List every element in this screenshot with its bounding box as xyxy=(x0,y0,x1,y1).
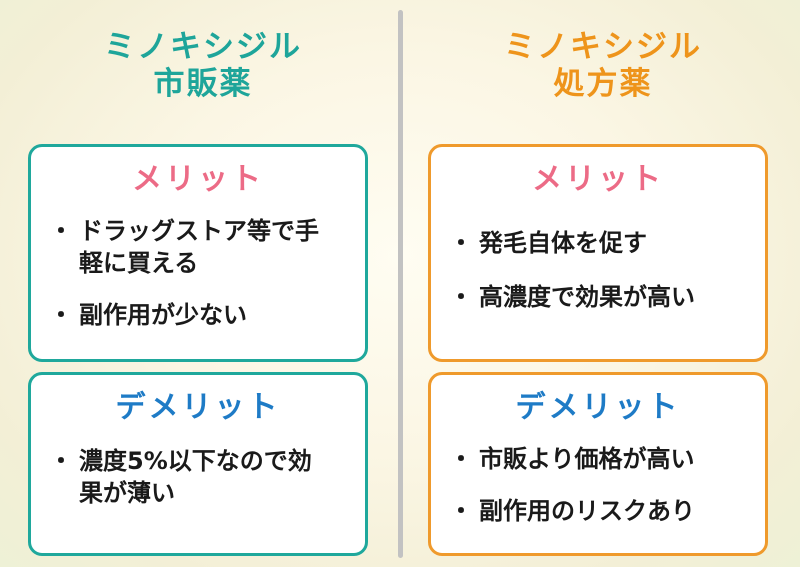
otc-column: ミノキシジル 市販薬 メリット ドラッグストア等で手軽に買える 副作用が少ない … xyxy=(28,0,378,556)
list-item: 濃度5%以下なので効果が薄い xyxy=(31,445,327,509)
otc-demerit-list: 濃度5%以下なので効果が薄い xyxy=(31,445,365,509)
otc-merit-box: メリット ドラッグストア等で手軽に買える 副作用が少ない xyxy=(28,144,368,362)
list-item: 副作用のリスクあり xyxy=(431,495,765,527)
otc-title: ミノキシジル xyxy=(104,29,302,65)
rx-column: ミノキシジル 処方薬 メリット 発毛自体を促す 高濃度で効果が高い デメリット … xyxy=(428,0,778,556)
list-item: 市販より価格が高い xyxy=(431,443,765,475)
center-divider xyxy=(398,10,403,558)
rx-subtitle: 処方薬 xyxy=(553,66,653,102)
otc-merit-list: ドラッグストア等で手軽に買える 副作用が少ない xyxy=(31,215,365,331)
rx-demerit-list: 市販より価格が高い 副作用のリスクあり xyxy=(431,443,765,527)
list-item: 副作用が少ない xyxy=(31,299,365,331)
rx-merit-heading: メリット xyxy=(532,162,664,197)
otc-merit-heading: メリット xyxy=(132,162,264,197)
list-item: 高濃度で効果が高い xyxy=(431,281,765,313)
rx-merit-box: メリット 発毛自体を促す 高濃度で効果が高い xyxy=(428,144,768,362)
list-item: 発毛自体を促す xyxy=(431,227,765,259)
otc-subtitle: 市販薬 xyxy=(153,66,253,102)
rx-title: ミノキシジル xyxy=(504,29,702,65)
otc-demerit-box: デメリット 濃度5%以下なので効果が薄い xyxy=(28,372,368,556)
rx-merit-list: 発毛自体を促す 高濃度で効果が高い xyxy=(431,227,765,313)
list-item: ドラッグストア等で手軽に買える xyxy=(31,215,327,279)
rx-demerit-box: デメリット 市販より価格が高い 副作用のリスクあり xyxy=(428,372,768,556)
otc-demerit-heading: デメリット xyxy=(115,390,281,425)
rx-demerit-heading: デメリット xyxy=(515,390,681,425)
